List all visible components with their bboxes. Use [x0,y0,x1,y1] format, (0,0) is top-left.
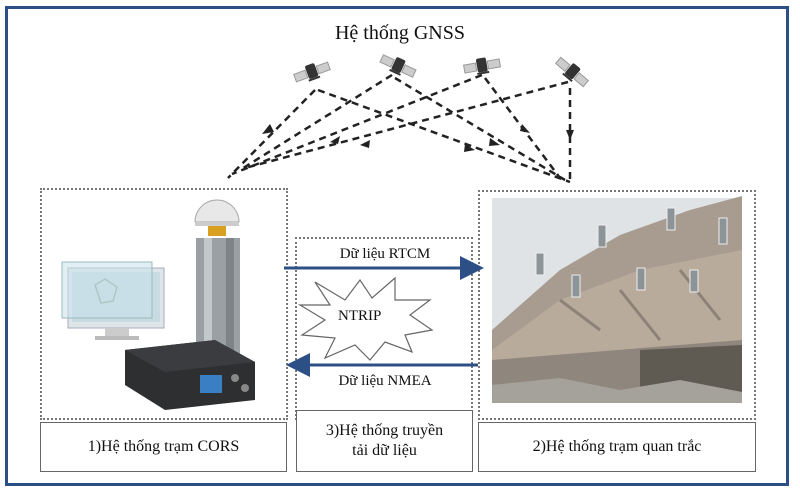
station-marker [718,217,728,245]
arrowhead [520,124,530,133]
arrowhead [360,140,370,148]
monitoring-label-box: 2)Hệ thống trạm quan trắc [478,422,756,472]
signal-s4-cors [244,80,569,170]
satellite-4 [554,56,590,88]
transmission-label-line2: tải dữ liệu [352,442,417,459]
ntrip-label: NTRIP [338,308,382,324]
transmission-label-line1: 3)Hệ thống truyền [325,422,444,439]
station-marker [535,252,545,276]
nmea-label: Dữ liệu NMEA [338,373,432,389]
station-marker [597,224,607,248]
cors-label-box: 1)Hệ thống trạm CORS [40,422,287,472]
diagram-title: Hệ thống GNSS [334,22,465,44]
station-marker [636,267,646,291]
ntrip-starburst [297,276,434,361]
monitoring-label: 2)Hệ thống trạm quan trắc [532,438,702,455]
arrowhead [489,138,500,146]
computer-monitor-icon [61,261,165,340]
satellite-1 [293,61,331,83]
open-pit-mine-slope-photo [492,196,742,403]
arrowhead [464,144,475,152]
signal-s2-cors [239,73,393,172]
rtcm-label: Dữ liệu RTCM [339,246,431,262]
arrowhead [330,136,340,144]
satellite-2 [379,54,417,78]
signal-s1-monitor [317,88,571,184]
cors-equipment-illustration [61,199,255,410]
signal-s1-cors [227,89,316,179]
signal-s3-cors [231,73,483,176]
cors-panel [40,188,288,420]
arrowhead [262,124,274,134]
monitoring-panel [478,190,756,420]
signal-s2-monitor [394,76,566,182]
arrowhead [566,130,574,140]
gnss-signal-lines [227,73,572,184]
station-marker [689,269,699,293]
gnss-antenna-pillar-icon [194,199,240,358]
satellite-3 [462,57,502,75]
station-marker [666,207,676,231]
signal-arrowheads [262,124,574,152]
transmission-label-box: 3)Hệ thống truyền tải dữ liệu [296,410,473,472]
cors-label: 1)Hệ thống trạm CORS [87,438,240,455]
station-marker [571,274,581,298]
monitoring-stations [535,207,728,298]
gnss-receiver-icon [125,340,255,410]
